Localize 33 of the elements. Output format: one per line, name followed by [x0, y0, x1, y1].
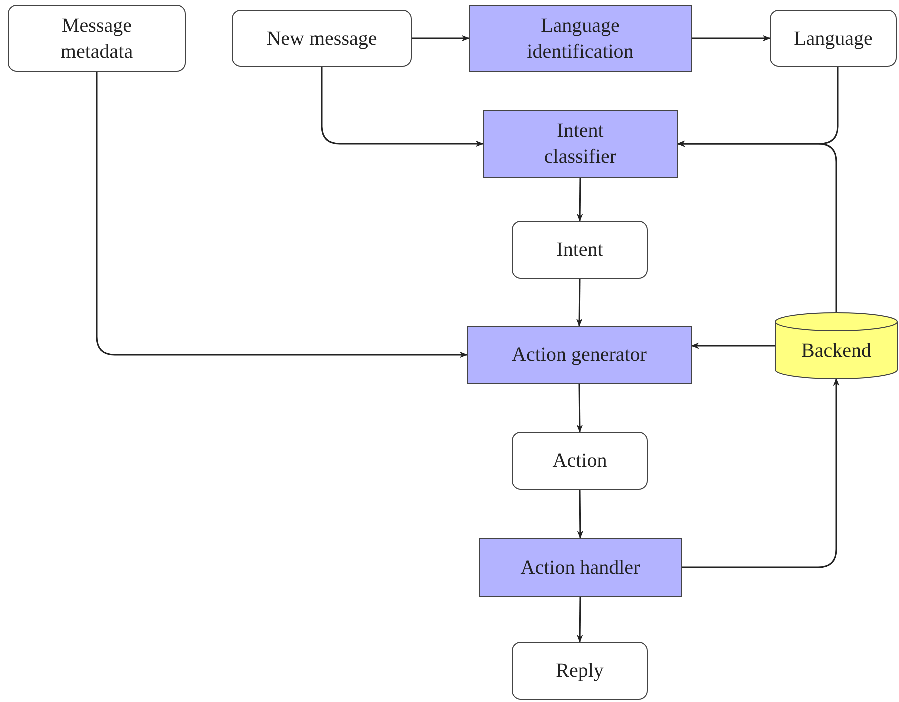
- arrow: [576, 384, 584, 433]
- arrow: [677, 140, 838, 313]
- node-label: Message metadata: [60, 14, 134, 64]
- arrow: [576, 178, 584, 222]
- arrow: [577, 490, 584, 539]
- node-label: Action: [552, 449, 608, 474]
- data-box: [232, 10, 412, 67]
- data-box: [770, 10, 897, 67]
- node-label: Action handler: [520, 556, 640, 580]
- arrow: [412, 35, 470, 42]
- node-label: Language identification: [526, 14, 635, 64]
- process-box: [469, 5, 692, 72]
- arrow: [682, 378, 840, 568]
- node-label: Language: [794, 26, 873, 52]
- arrow: [96, 72, 468, 358]
- process-box: [479, 538, 682, 597]
- node-label: New message: [266, 26, 378, 52]
- arrow: [576, 279, 583, 327]
- arrow: [576, 597, 584, 643]
- arrow: [691, 342, 775, 350]
- node-label: Intent classifier: [543, 119, 618, 170]
- data-box: [512, 432, 648, 490]
- node-label: Reply: [556, 659, 604, 684]
- process-box: [467, 326, 692, 384]
- data-box: [512, 642, 648, 700]
- data-box: [8, 5, 186, 72]
- node-label: Action generator: [512, 343, 647, 368]
- arrow: [321, 67, 484, 148]
- data-box: [512, 221, 648, 279]
- node-label: Intent: [556, 238, 604, 263]
- arrow: [692, 35, 771, 42]
- process-box: [483, 110, 678, 178]
- node-label: Backend: [802, 339, 872, 364]
